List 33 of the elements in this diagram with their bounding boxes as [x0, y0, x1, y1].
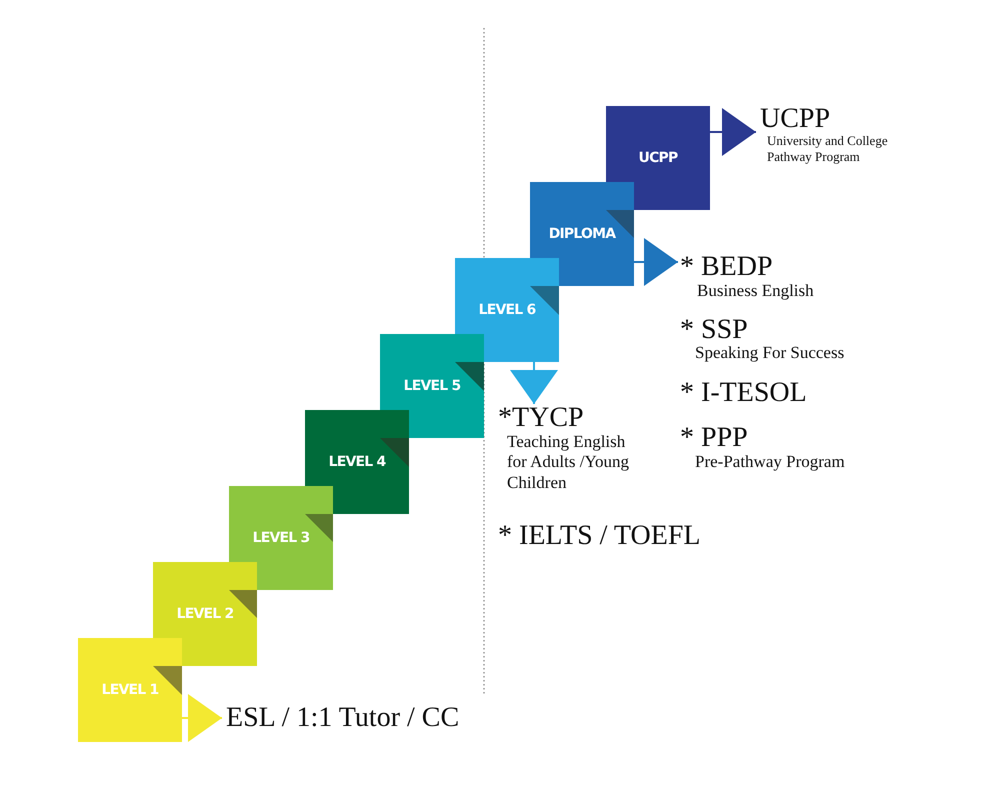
program-title: UCPP — [760, 105, 832, 133]
program-title: * I-TESOL — [680, 379, 807, 407]
step-label: UCPP — [638, 150, 678, 166]
program-title: * BEDP — [680, 253, 774, 281]
triangle-arrow — [634, 238, 678, 286]
program-description: Speaking For Success — [695, 344, 844, 361]
level-step-box — [530, 182, 634, 286]
step-label: LEVEL 1 — [102, 682, 158, 698]
step-label: LEVEL 4 — [328, 454, 386, 470]
level-step-box — [78, 638, 182, 742]
level-step-box — [455, 258, 559, 362]
step-label: LEVEL 5 — [404, 378, 460, 394]
program-title: *TYCP — [498, 404, 585, 432]
level-step-box — [305, 410, 409, 514]
program-title: * PPP — [680, 424, 748, 452]
level-step-box — [606, 106, 710, 210]
program-title: ESL / 1:1 Tutor / CC — [226, 704, 460, 732]
program-description: Pre-Pathway Program — [695, 453, 845, 470]
step-label: LEVEL 6 — [478, 302, 536, 318]
program-description: University and College Pathway Program — [766, 133, 889, 164]
program-title: * IELTS / TOEFL — [498, 522, 701, 550]
triangle-arrow — [510, 362, 558, 404]
step-label: LEVEL 3 — [252, 530, 310, 546]
step-label: DIPLOMA — [548, 226, 616, 242]
level-step-box — [380, 334, 484, 438]
triangle-arrow — [182, 694, 222, 742]
triangle-arrow — [710, 108, 756, 156]
program-title: * SSP — [680, 316, 748, 344]
program-description: Business English — [696, 281, 815, 302]
step-label: LEVEL 2 — [176, 606, 234, 622]
level-step-box — [153, 562, 257, 666]
level-step-box — [229, 486, 333, 590]
program-description: Teaching English for Adults /Young Children — [506, 432, 630, 494]
